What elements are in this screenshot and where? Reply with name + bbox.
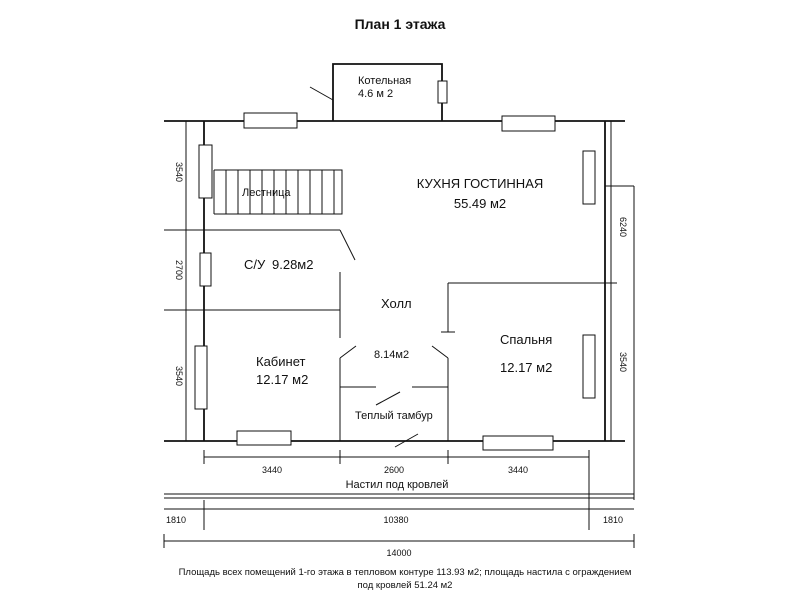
dim-right-bottom: 3540 xyxy=(618,352,628,372)
boiler-room-area: 4.6 м 2 xyxy=(358,88,393,100)
window xyxy=(437,80,448,104)
window xyxy=(582,334,596,399)
interior-walls xyxy=(164,229,612,448)
boiler-room-name: Котельная xyxy=(358,75,411,87)
dim-bottom-right: 3440 xyxy=(508,465,528,475)
window xyxy=(199,252,212,287)
dim-outer-left: 1810 xyxy=(166,515,186,525)
staircase xyxy=(213,169,343,215)
dim-total: 14000 xyxy=(386,548,411,558)
kitchen-name: КУХНЯ ГОСТИННАЯ xyxy=(417,176,544,191)
window xyxy=(194,345,208,410)
window xyxy=(236,430,292,446)
dim-bottom-mid: 2600 xyxy=(384,465,404,475)
left-dimension-lines xyxy=(180,120,192,442)
dim-bottom-left: 3440 xyxy=(262,465,282,475)
canopy-name: Настил под кровлей xyxy=(346,479,449,491)
window xyxy=(243,112,298,129)
window xyxy=(582,150,596,205)
window xyxy=(198,144,213,199)
bath-area: 9.28м2 xyxy=(272,257,313,272)
bath-name: С/У xyxy=(244,257,266,272)
dim-left-bottom: 3540 xyxy=(174,366,184,386)
bedroom-name: Спальня xyxy=(500,332,552,347)
dim-inner-total: 10380 xyxy=(383,515,408,525)
stairs-label: Лестница xyxy=(242,187,291,199)
area-summary: Площадь всех помещений 1-го этажа в тепл… xyxy=(178,567,632,591)
hall-name: Холл xyxy=(381,296,412,311)
plan-title: План 1 этажа xyxy=(354,16,446,32)
exterior-walls xyxy=(164,120,625,442)
bedroom-area: 12.17 м2 xyxy=(500,360,552,375)
office-name: Кабинет xyxy=(256,354,305,369)
bottom-dimension-lines xyxy=(163,450,635,548)
office-area: 12.17 м2 xyxy=(256,372,308,387)
dim-right-top: 6240 xyxy=(618,217,628,237)
window xyxy=(501,115,556,132)
dim-left-top: 3540 xyxy=(174,162,184,182)
dim-left-mid: 2700 xyxy=(174,260,184,280)
window xyxy=(482,435,554,451)
hall-area: 8.14м2 xyxy=(374,349,409,361)
right-dimension-lines xyxy=(605,121,635,500)
kitchen-area: 55.49 м2 xyxy=(454,196,506,211)
vestibule-name: Теплый тамбур xyxy=(355,410,433,422)
dim-outer-right: 1810 xyxy=(603,515,623,525)
